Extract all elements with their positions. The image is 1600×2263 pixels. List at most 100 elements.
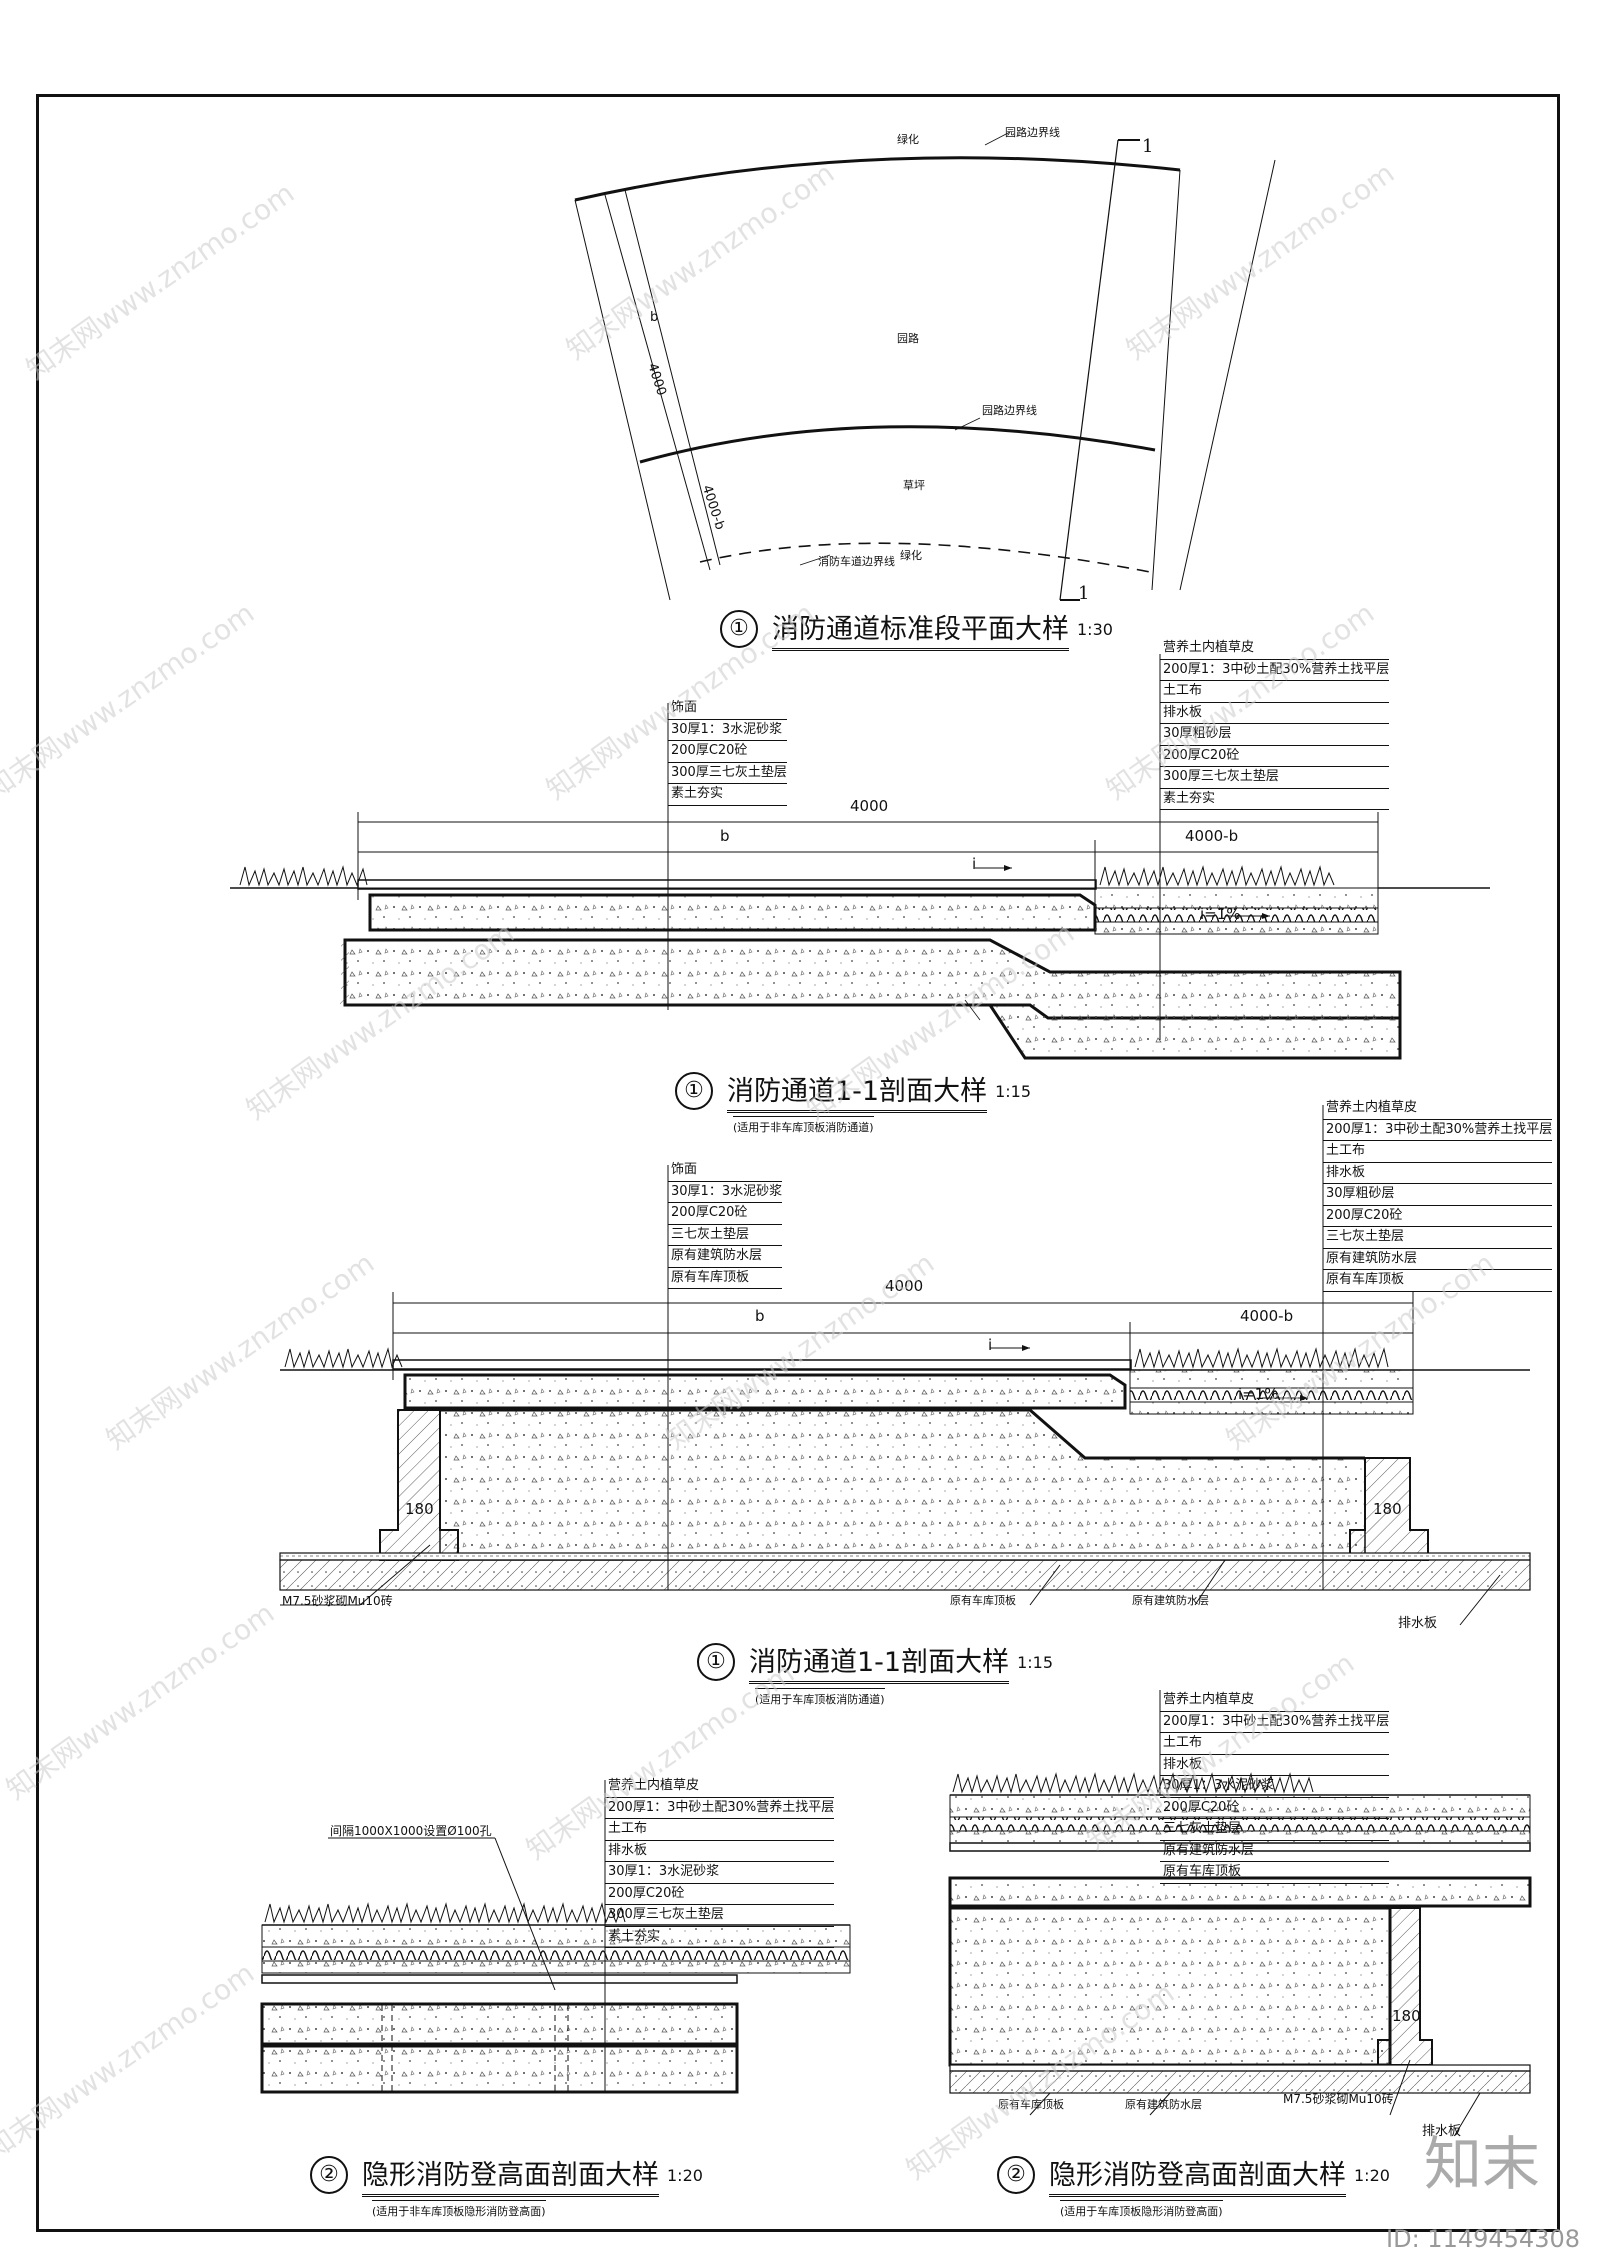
section4-title-number: ② (997, 2156, 1035, 2194)
watermark-logo: 知末 (1423, 2130, 1540, 2198)
section2-right-layers: 营养土内植草皮 200厚1：3中砂土配30%营养土找平层 土工布 排水板 30厚… (1323, 1098, 1553, 1292)
layer-label: 土工布 (1160, 681, 1390, 703)
section2-left-layers: 饰面 30厚1：3水泥砂浆 200厚C20砼 三七灰土垫层 原有建筑防水层 原有… (668, 1160, 783, 1289)
layer-label: 200厚C20砼 (605, 1884, 835, 1905)
layer-label: 200厚1：3中砂土配30%营养土找平层 (1160, 660, 1390, 681)
section1-dim-b: b (720, 827, 730, 845)
section1-title-number: ① (675, 1072, 713, 1110)
plan-label-road: 园路 (897, 332, 919, 345)
plan-cut-bottom: 1 (1078, 583, 1090, 604)
layer-label: 30厚1：3水泥砂浆 (605, 1862, 835, 1884)
layer-label: 200厚C20砼 (1160, 746, 1390, 767)
layer-label: 原有车库顶板 (1323, 1270, 1553, 1292)
layer-label: 200厚1：3中砂土配30%营养土找平层 (605, 1798, 835, 1819)
layer-label: 排水板 (605, 1841, 835, 1862)
plan-label-fire-edge: 消防车道边界线 (818, 555, 895, 568)
layer-label: 营养土内植草皮 (1323, 1098, 1553, 1120)
layer-label: 200厚C20砼 (668, 741, 787, 763)
section1-slope-pct: i=1% (1200, 905, 1241, 923)
section2-slope-i: i (988, 1336, 993, 1354)
layer-label: 300厚三七灰土垫层 (668, 763, 787, 784)
layer-label: 200厚1：3中砂土配30%营养土找平层 (1323, 1120, 1553, 1141)
layer-label: 排水板 (1160, 1755, 1390, 1776)
section2-title-scale: 1:15 (1017, 1652, 1054, 1672)
plan-cut-top: 1 (1142, 136, 1154, 157)
layer-label: 排水板 (1323, 1163, 1553, 1184)
layer-label: 原有建筑防水层 (668, 1246, 783, 1268)
layer-label: 素土夯实 (668, 784, 787, 806)
layer-label: 300厚三七灰土垫层 (605, 1905, 835, 1927)
section2-subtitle: (适用于车库顶板消防通道) (755, 1688, 885, 1707)
section4-layers: 营养土内植草皮 200厚1：3中砂土配30%营养土找平层 土工布 排水板 30厚… (1160, 1690, 1390, 1884)
section1-title-text: 消防通道1-1剖面大样 (727, 1069, 988, 1113)
layer-label: 原有车库顶板 (668, 1268, 783, 1289)
section2-dim-total: 4000 (885, 1277, 924, 1295)
section2-title: ① 消防通道1-1剖面大样 1:15 (697, 1640, 1053, 1684)
layer-label: 三七灰土垫层 (1323, 1227, 1553, 1249)
section2-wall-right: 180 (1373, 1500, 1402, 1518)
section2-slope-pct: i=1% (1238, 1385, 1279, 1403)
section2-wall-left: 180 (405, 1500, 434, 1518)
plan-label-greening-top: 绿化 (897, 133, 919, 146)
layer-label: 排水板 (1160, 703, 1390, 724)
section1-drawing (230, 654, 1490, 1060)
section2-dim-b: b (755, 1307, 765, 1325)
section3-hole-note: 间隔1000X1000设置Ø100孔 (330, 1824, 492, 1838)
layer-label: 饰面 (668, 698, 787, 720)
layer-label: 原有车库顶板 (1160, 1862, 1390, 1884)
layer-label: 30厚粗砂层 (1160, 724, 1390, 746)
plan-label-road-edge-top: 园路边界线 (1005, 126, 1060, 139)
section1-slope-i: i (972, 855, 977, 873)
layer-label: 土工布 (1160, 1733, 1390, 1755)
section2-drawing (279, 1105, 1531, 1626)
layer-label: 三七灰土垫层 (668, 1225, 783, 1246)
section1-title-scale: 1:15 (995, 1081, 1032, 1101)
section2-title-number: ① (697, 1643, 735, 1681)
section1-subtitle: (适用于非车库顶板消防通道) (733, 1116, 874, 1135)
section4-title-text: 隐形消防登高面剖面大样 (1049, 2153, 1346, 2197)
layer-label: 200厚C20砼 (1323, 1206, 1553, 1227)
section2-title-text: 消防通道1-1剖面大样 (749, 1640, 1010, 1684)
section3-layers: 营养土内植草皮 200厚1：3中砂土配30%营养土找平层 土工布 排水板 30厚… (605, 1776, 835, 1948)
plan-dim-b: b (650, 310, 659, 325)
section1-title: ① 消防通道1-1剖面大样 1:15 (675, 1069, 1031, 1113)
plan-label-road-edge-mid: 园路边界线 (982, 404, 1037, 417)
layer-label: 饰面 (668, 1160, 783, 1182)
section4-title-scale: 1:20 (1354, 2165, 1390, 2185)
layer-label: 土工布 (605, 1819, 835, 1841)
layer-label: 原有建筑防水层 (1323, 1249, 1553, 1270)
section3-drawing (260, 1780, 851, 2094)
section4-note-waterproof: 原有建筑防水层 (1125, 2098, 1202, 2111)
section1-dim-rest: 4000-b (1185, 827, 1239, 845)
section4-note-roof: 原有车库顶板 (998, 2098, 1064, 2111)
section2-dim-rest: 4000-b (1240, 1307, 1294, 1325)
layer-label: 三七灰土垫层 (1160, 1819, 1390, 1841)
layer-label: 营养土内植草皮 (605, 1776, 835, 1798)
layer-label: 营养土内植草皮 (1160, 638, 1390, 660)
section2-note-waterproof: 原有建筑防水层 (1132, 1594, 1209, 1607)
layer-label: 300厚三七灰土垫层 (1160, 767, 1390, 789)
section4-wall: 180 (1392, 2007, 1421, 2025)
layer-label: 30厚1：3水泥砂浆 (668, 1182, 783, 1203)
layer-label: 200厚C20砼 (668, 1203, 783, 1225)
plan-drawing (574, 131, 1276, 601)
layer-label: 营养土内植草皮 (1160, 1690, 1390, 1712)
section1-left-layers: 饰面 30厚1：3水泥砂浆 200厚C20砼 300厚三七灰土垫层 素土夯实 (668, 698, 787, 806)
layer-label: 土工布 (1323, 1141, 1553, 1163)
section3-title-scale: 1:20 (667, 2165, 703, 2185)
section4-note-drain: 排水板 (1422, 2124, 1462, 2139)
section3-subtitle: (适用于非车库顶板隐形消防登高面) (372, 2200, 546, 2219)
layer-label: 200厚C20砼 (1160, 1798, 1390, 1819)
section2-note-roof: 原有车库顶板 (950, 1594, 1016, 1607)
layer-label: 30厚粗砂层 (1323, 1184, 1553, 1206)
section4-title: ② 隐形消防登高面剖面大样 1:20 (997, 2153, 1390, 2197)
layer-label: 素土夯实 (605, 1927, 835, 1948)
plan-title-scale: 1:30 (1077, 619, 1113, 639)
layer-label: 原有建筑防水层 (1160, 1841, 1390, 1862)
plan-title-number: ① (720, 610, 758, 648)
layer-label: 素土夯实 (1160, 789, 1390, 810)
section4-subtitle: (适用于车库顶板隐形消防登高面) (1060, 2200, 1223, 2219)
